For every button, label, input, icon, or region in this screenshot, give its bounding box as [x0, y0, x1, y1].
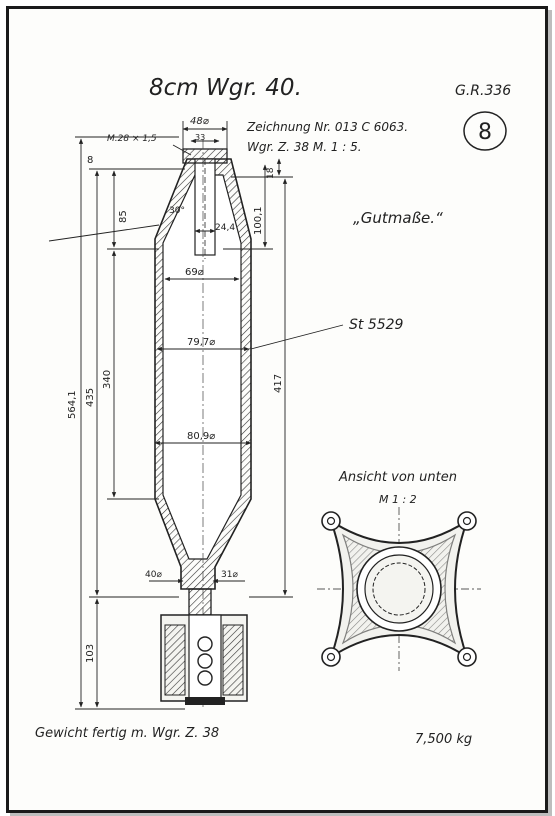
bottom-view-title: Ansicht von unten: [338, 470, 457, 485]
bottom-view-drawing: [317, 507, 481, 671]
bottom-view-scale: M 1 : 2: [379, 493, 417, 506]
material-label: St 5529: [349, 317, 404, 333]
shell-body: [154, 139, 252, 709]
weight-label: Gewicht fertig m. Wgr. Z. 38: [35, 726, 219, 741]
dim-340: 340: [102, 370, 113, 389]
dim-thread: M.28 × 1,5: [107, 134, 157, 144]
dim-100: 100,1: [253, 206, 264, 235]
technical-drawing-sheet: 8cm Wgr. 40. G.R.336 Zeichnung Nr. 013 C…: [6, 6, 548, 813]
drawing-title: 8cm Wgr. 40.: [149, 75, 302, 101]
dim-69: 69⌀: [185, 267, 204, 278]
dim-33: 33: [195, 133, 205, 142]
dimension-texts: 48⌀ M.28 × 1,5 33 8 18 85 30° 100,1 24,4…: [67, 116, 284, 663]
tail-fin-assembly: [160, 614, 248, 705]
sheet-reference: G.R.336: [455, 83, 511, 99]
dim-79: 79,7⌀: [187, 337, 215, 348]
dim-85: 85: [118, 210, 129, 223]
page-number-badge: 8: [463, 111, 507, 151]
drawing-canvas: 8cm Wgr. 40. G.R.336 Zeichnung Nr. 013 C…: [35, 75, 511, 747]
weight-value: 7,500 kg: [415, 732, 472, 747]
tail-boom: [188, 588, 212, 616]
dim-8: 8: [87, 155, 93, 166]
dim-30deg: 30°: [169, 206, 185, 216]
dim-564: 564,1: [67, 390, 78, 419]
dim-417: 417: [273, 374, 284, 393]
dimension-lines: [48, 121, 344, 710]
dim-48: 48⌀: [190, 116, 210, 127]
dim-24: 24,4: [215, 223, 235, 233]
gutmasse-label: „Gutmaße.“: [353, 209, 443, 227]
dim-40: 40⌀: [145, 570, 162, 580]
dim-80: 80,9⌀: [187, 431, 215, 442]
dim-435: 435: [85, 388, 96, 407]
dim-31: 31⌀: [221, 570, 238, 580]
dim-18: 18: [266, 167, 276, 179]
dim-103: 103: [85, 644, 96, 663]
page-number: 8: [478, 120, 492, 145]
scale-line: Wgr. Z. 38 M. 1 : 5.: [247, 140, 362, 154]
drawing-number: Zeichnung Nr. 013 C 6063.: [246, 120, 408, 134]
